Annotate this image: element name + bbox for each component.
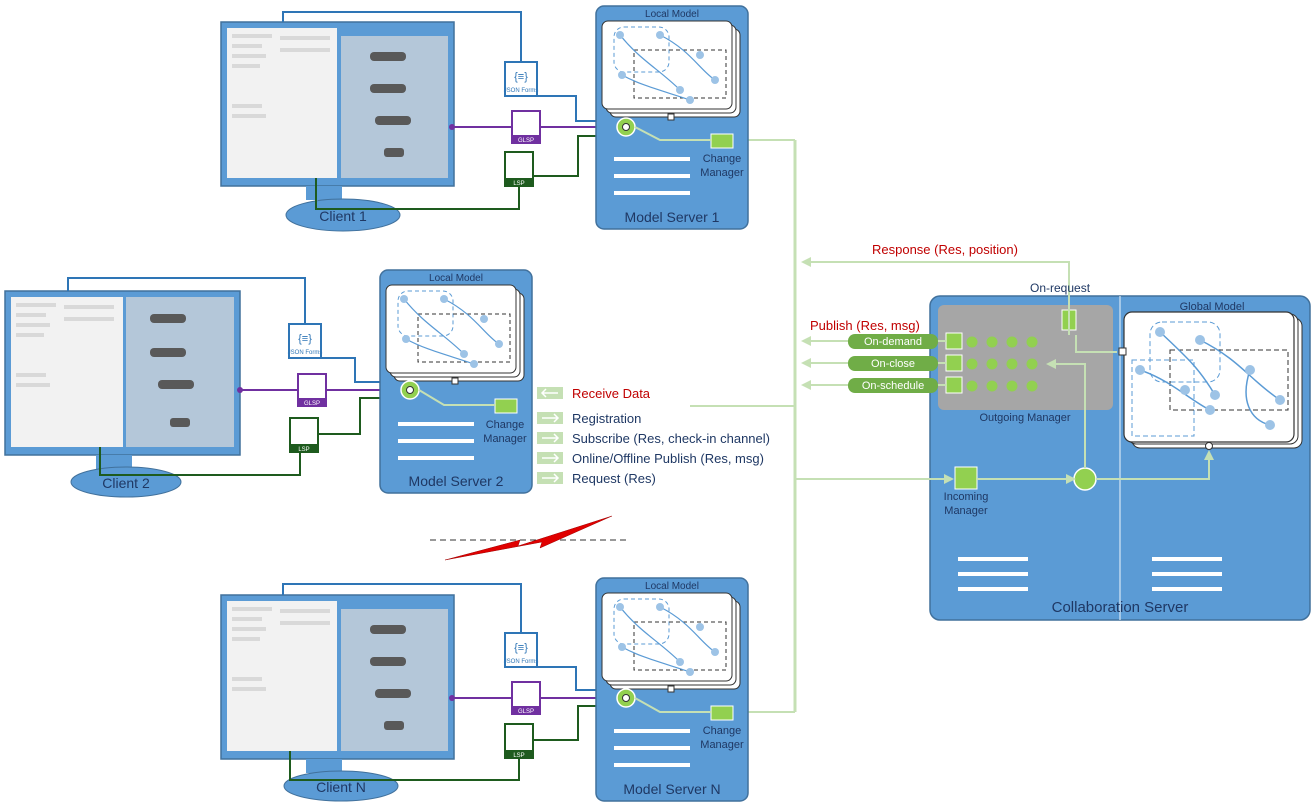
request-label: Request (Res)	[572, 471, 656, 486]
svg-text:{≡}: {≡}	[514, 71, 528, 83]
outgoing-manager-label: Outgoing Manager	[979, 412, 1070, 424]
global-model: Global Model	[1118, 301, 1303, 450]
on-schedule-tag: On-schedule	[848, 378, 938, 393]
glsp-label: GLSP	[304, 401, 320, 407]
client-monitor: Client 2	[4, 290, 241, 498]
model-server: Local Model Change Manager Model Server …	[379, 269, 533, 494]
svg-text:{≡}: {≡}	[514, 642, 528, 654]
lightning-icon	[430, 515, 630, 561]
on-demand-label: On-demand	[864, 336, 922, 348]
lsp-label: LSP	[513, 181, 524, 187]
subscribe-label: Subscribe (Res, check-in channel)	[572, 431, 770, 446]
incoming-manager-label-2: Manager	[944, 505, 988, 517]
response-label: Response (Res, position)	[872, 242, 1018, 257]
collaboration-server-label: Collaboration Server	[1052, 599, 1189, 616]
change-manager-label-2: Manager	[483, 433, 527, 445]
glsp-label: GLSP	[518, 138, 534, 144]
on-request-label: On-request	[1030, 281, 1091, 295]
model-server: Local Model Change Manager Model Server …	[595, 5, 749, 230]
local-model-label: Local Model	[429, 273, 483, 284]
lsp-icon: LSP	[504, 723, 534, 759]
json-forms-label: JSON Forms	[504, 88, 539, 94]
collaboration-server: Collaboration Server Outgoing Manager Gl…	[929, 295, 1311, 621]
glsp-icon: GLSP	[511, 681, 541, 715]
publish-label: Publish (Res, msg)	[810, 318, 920, 333]
change-manager-label-1: Change	[703, 153, 742, 165]
json-forms-icon: {≡} JSON Forms	[288, 323, 323, 359]
client-row-1: Client 1 {≡} JSON Forms GLSP LSP	[220, 5, 749, 232]
client-monitor: Client 1	[220, 21, 455, 232]
on-close-tag: On-close	[848, 356, 938, 371]
incoming-manager-label-1: Incoming	[944, 491, 989, 503]
json-forms-label: JSON Forms	[504, 659, 539, 665]
collab-text-lines	[958, 557, 1222, 591]
client-row-n: Client N {≡} JSON Forms GLSP LSP	[220, 577, 749, 802]
client-monitor: Client N	[220, 594, 455, 802]
model-server-label: Model Server 2	[409, 473, 504, 489]
change-manager-label-1: Change	[486, 419, 525, 431]
glsp-label: GLSP	[518, 709, 534, 715]
on-demand-tag: On-demand	[848, 334, 938, 349]
glsp-icon: GLSP	[297, 373, 327, 407]
on-schedule-label: On-schedule	[862, 380, 924, 392]
model-server: Local Model Change Manager Model Server …	[595, 577, 749, 802]
local-model-label: Local Model	[645, 581, 699, 592]
client-row-2: Client 2 {≡} JSON Forms GLSP LSP	[4, 269, 533, 498]
json-forms-icon: {≡} JSON Forms	[504, 632, 539, 668]
incoming-merge-node	[1073, 467, 1097, 491]
model-server-label: Model Server 1	[625, 209, 720, 225]
json-forms-icon: {≡} JSON Forms	[504, 61, 539, 97]
publish-msg-label: Online/Offline Publish (Res, msg)	[572, 451, 764, 466]
client-label: Client 2	[102, 475, 150, 491]
lsp-icon: LSP	[504, 151, 534, 187]
lsp-icon: LSP	[289, 417, 319, 453]
client-label: Client 1	[319, 208, 367, 224]
incoming-manager: Incoming Manager	[944, 359, 1214, 517]
change-manager-label-2: Manager	[700, 167, 744, 179]
local-model-label: Local Model	[645, 9, 699, 20]
glsp-icon: GLSP	[511, 110, 541, 144]
outgoing-manager: Outgoing Manager	[938, 305, 1113, 424]
on-close-label: On-close	[871, 358, 915, 370]
lsp-label: LSP	[513, 753, 524, 759]
outgoing-queue-dots	[966, 336, 1038, 392]
change-manager-label-2: Manager	[700, 739, 744, 751]
change-manager-label-1: Change	[703, 725, 742, 737]
lsp-label: LSP	[298, 447, 309, 453]
message-legend: Receive Data Registration Subscribe (Res…	[537, 386, 770, 486]
global-model-label: Global Model	[1180, 301, 1245, 313]
json-forms-label: JSON Forms	[288, 350, 323, 356]
registration-label: Registration	[572, 411, 641, 426]
receive-data-label: Receive Data	[572, 386, 651, 401]
svg-text:{≡}: {≡}	[298, 333, 312, 345]
client-label: Client N	[316, 779, 366, 795]
model-server-label: Model Server N	[623, 781, 720, 797]
